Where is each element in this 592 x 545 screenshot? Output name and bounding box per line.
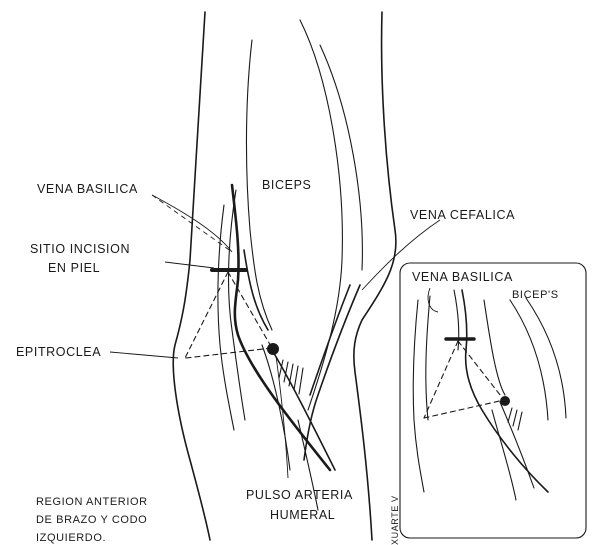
cephalic-vein xyxy=(304,285,360,460)
label-epitroclea: EPITROCLEA xyxy=(16,345,101,359)
label-vena-cefalica: VENA CEFALICA xyxy=(410,208,515,222)
basilic-vein xyxy=(232,185,330,470)
elbow-hatching xyxy=(279,360,303,394)
artist-signature: XUARTE V xyxy=(390,495,400,545)
label-region-line1: REGION ANTERIOR xyxy=(36,496,148,508)
inset-label-biceps: BICEP'S xyxy=(512,289,559,301)
biceps-contours xyxy=(218,20,362,430)
label-region-line3: IZQUIERDO. xyxy=(36,532,106,544)
label-pulso-arteria-line2: HUMERAL xyxy=(270,508,335,522)
arm-outline xyxy=(173,12,396,540)
leader-lines xyxy=(110,195,440,478)
label-region-line2: DE BRAZO Y CODO xyxy=(36,514,147,526)
label-sitio-incision-line1: SITIO INCISION xyxy=(30,242,130,256)
humeral-pulse-dot xyxy=(267,343,279,355)
label-vena-basilica: VENA BASILICA xyxy=(37,182,138,196)
label-pulso-arteria-line1: PULSO ARTERIA xyxy=(246,488,353,502)
inset-label-vena-basilica: VENA BASILICA xyxy=(412,270,513,284)
humeral-artery xyxy=(262,345,335,510)
inset-panel xyxy=(400,263,586,538)
label-sitio-incision-line2: EN PIEL xyxy=(48,261,100,275)
label-biceps: BICEPS xyxy=(262,178,311,192)
